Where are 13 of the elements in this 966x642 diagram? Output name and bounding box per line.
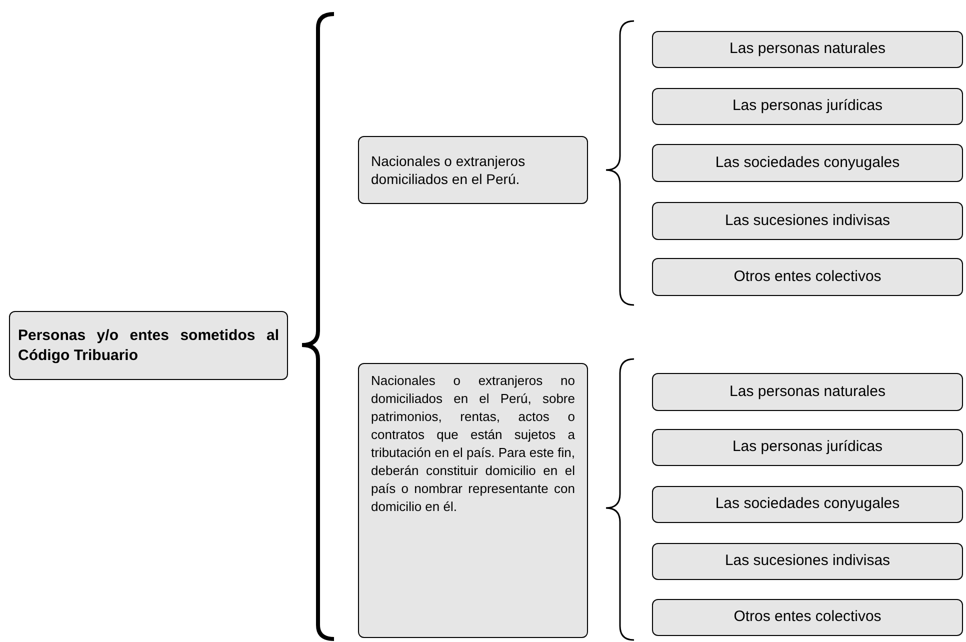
text-box: Las personas naturales	[652, 31, 963, 68]
text-box: Las sucesiones indivisas	[652, 543, 963, 580]
text-box: Las personas naturales	[652, 373, 963, 411]
text-box: Las personas jurídicas	[652, 88, 963, 125]
text-box: Otros entes colectivos	[652, 599, 963, 636]
text-box: Las sucesiones indivisas	[652, 202, 963, 240]
text-box: Nacionales o extranjeros domiciliados en el Perú.	[358, 136, 588, 204]
text-box: Las sociedades conyugales	[652, 144, 963, 182]
text-box: Otros entes colectivos	[652, 258, 963, 296]
text-box: Nacionales o extranjeros no domiciliados en el Perú, sobre patrimonios, rentas, actos o contratos que están sujetos a tributación en el país. Para este fin, deberán constituir domicilio en el país o nombrar representante con domicilio en él.	[358, 363, 588, 638]
text-box: Personas y/o entes sometidos al Código Tribuario	[9, 311, 288, 380]
text-box: Las personas jurídicas	[652, 429, 963, 466]
text-box: Las sociedades conyugales	[652, 486, 963, 523]
